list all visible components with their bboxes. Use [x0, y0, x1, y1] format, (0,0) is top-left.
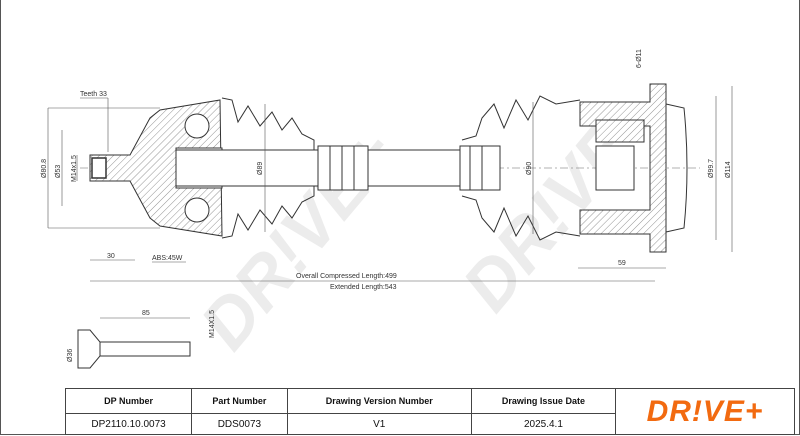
svg-text:M14X1.5: M14X1.5	[209, 310, 216, 338]
dimensions-left: Ø80.8 Ø53 M14x1.5 Teeth 33 Ø89 30 ABS:45…	[41, 91, 266, 263]
svg-text:ABS:45W: ABS:45W	[152, 255, 183, 262]
svg-text:Ø53: Ø53	[55, 165, 62, 178]
dp-number: DP2110.10.0073	[64, 413, 193, 435]
svg-text:Ø114: Ø114	[725, 161, 732, 178]
part-number: DDS0073	[191, 413, 288, 435]
svg-text:59: 59	[618, 260, 626, 267]
version-number: V1	[286, 413, 472, 435]
header-issue-date: Drawing Issue Date	[470, 388, 617, 414]
svg-text:Ø90: Ø90	[526, 162, 533, 175]
svg-text:30: 30	[107, 253, 115, 260]
svg-text:Teeth 33: Teeth 33	[80, 91, 107, 98]
svg-text:Ø80.8: Ø80.8	[41, 159, 48, 178]
svg-text:Ø36: Ø36	[67, 349, 74, 362]
svg-text:6-Ø11: 6-Ø11	[636, 49, 643, 68]
brand-logo: DR!VE+	[615, 388, 795, 435]
inner-cv-joint	[579, 83, 688, 253]
svg-text:Extended Length:543: Extended Length:543	[330, 284, 397, 291]
svg-text:Overall Compressed Length:499: Overall Compressed Length:499	[296, 273, 397, 280]
header-dp-number: DP Number	[64, 388, 193, 414]
header-version: Drawing Version Number	[286, 388, 472, 414]
technical-drawing: DR!VE+ DR!VE+ Ø80.8 Ø53 M14x1.5	[41, 49, 733, 369]
header-part-number: Part Number	[191, 388, 288, 414]
overall-dimensions: Overall Compressed Length:499 Extended L…	[90, 273, 655, 291]
svg-text:M14x1.5: M14x1.5	[71, 155, 78, 182]
drive-shaft	[175, 145, 501, 191]
svg-text:85: 85	[142, 310, 150, 317]
svg-text:Ø89: Ø89	[257, 162, 264, 175]
issue-date: 2025.4.1	[470, 413, 617, 435]
svg-text:Ø99.7: Ø99.7	[708, 159, 715, 178]
bolt-drawing: 85 Ø36 M14X1.5	[67, 310, 216, 369]
dimensions-right: Ø90 Ø99.7 Ø114 6-Ø11 59	[526, 49, 733, 269]
title-block: DP Number Part Number Drawing Version Nu…	[64, 388, 795, 435]
right-boot	[461, 95, 581, 241]
